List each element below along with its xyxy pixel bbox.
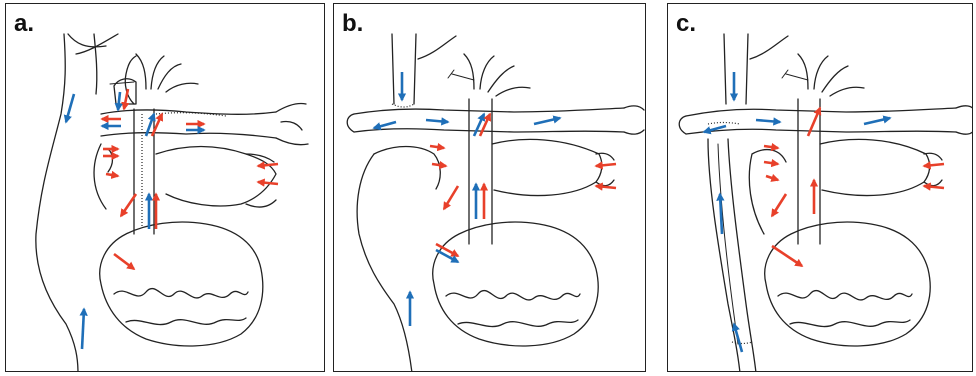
vessel-outline <box>596 153 614 185</box>
red-flow-arrow <box>772 194 786 216</box>
vessel-outline <box>820 139 930 195</box>
vessel-outline <box>765 222 930 346</box>
blue-flow-arrow <box>82 309 84 349</box>
blue-flow-arrow <box>864 118 890 124</box>
vessel-outline <box>276 103 308 144</box>
blue-flow-arrow <box>118 92 120 110</box>
red-flow-arrow <box>436 244 458 256</box>
vessel-outline <box>36 34 78 372</box>
vessel-outline <box>392 34 416 104</box>
vessel-outline <box>114 289 248 298</box>
vessel-outline <box>100 222 263 346</box>
red-flow-arrow <box>430 146 444 148</box>
vessel-outline <box>724 34 748 104</box>
vessel-outline <box>448 70 474 80</box>
vessel-outline <box>624 106 644 134</box>
vessel-outline <box>708 139 740 372</box>
blue-flow-arrow <box>374 122 396 128</box>
heart-diagram-c <box>668 4 973 372</box>
vessel-outline <box>134 109 154 234</box>
red-flow-arrow <box>764 162 778 164</box>
vessel-outline <box>782 70 808 80</box>
red-flow-arrow <box>924 164 944 166</box>
vessel-outline <box>347 114 354 132</box>
vessel-outline <box>798 54 864 96</box>
vessel-outline <box>956 106 973 134</box>
blue-flow-arrow <box>756 120 780 122</box>
heart-diagram-b <box>334 4 646 372</box>
vessel-outline <box>136 54 198 92</box>
vessel-outline <box>418 36 456 59</box>
red-flow-arrow <box>596 164 616 166</box>
panel-b: b. <box>333 3 646 372</box>
vessel-outline <box>458 320 578 327</box>
suture-line <box>708 123 740 125</box>
vessel-outline <box>433 222 598 346</box>
vessel-outline <box>281 121 302 130</box>
blue-flow-arrow <box>66 94 74 122</box>
heart-diagram-a <box>6 4 325 372</box>
vessel-outline <box>686 108 956 116</box>
red-flow-arrow <box>432 164 446 166</box>
vessel-outline <box>728 139 756 372</box>
vessel-outline <box>492 139 602 195</box>
red-flow-arrow <box>924 186 944 188</box>
vessel-outline <box>778 291 912 300</box>
vessel-outline <box>464 54 530 96</box>
suture-line <box>392 104 414 107</box>
blue-flow-arrow <box>436 250 458 262</box>
vessel-outline <box>679 116 686 134</box>
panel-c: c. <box>667 3 973 372</box>
red-flow-arrow <box>114 254 134 269</box>
red-flow-arrow <box>124 89 128 109</box>
red-flow-arrow <box>766 176 778 180</box>
vessel-outline <box>76 34 118 54</box>
vessel-outline <box>924 153 942 185</box>
vessel-outline <box>108 149 113 172</box>
blue-flow-arrow <box>734 324 742 352</box>
panel-a: a. <box>5 3 325 372</box>
vessel-outline <box>94 34 97 94</box>
suture-line <box>732 342 752 344</box>
vessel-outline <box>101 110 276 114</box>
red-flow-arrow <box>106 174 118 176</box>
red-flow-arrow <box>772 246 802 266</box>
vessel-outline <box>446 291 580 300</box>
red-flow-arrow <box>258 164 278 166</box>
blue-flow-arrow <box>426 120 448 122</box>
vessel-outline <box>686 129 956 134</box>
vessel-outline <box>101 133 276 138</box>
vessel-outline <box>354 108 624 114</box>
blue-flow-arrow <box>534 118 560 124</box>
vessel-outline <box>790 320 910 327</box>
red-flow-arrow <box>596 186 616 188</box>
vessel-outline <box>718 144 738 344</box>
vessel-outline <box>126 318 246 325</box>
vessel-outline <box>94 144 106 209</box>
vessel-outline <box>354 129 624 132</box>
vessel-outline <box>110 82 134 84</box>
vessel-outline <box>357 154 412 372</box>
red-flow-arrow <box>444 186 458 209</box>
red-flow-arrow <box>764 146 778 148</box>
vessel-outline <box>798 99 820 244</box>
vessel-outline <box>374 147 440 190</box>
vessel-outline <box>750 36 788 59</box>
red-flow-arrow <box>258 182 278 184</box>
